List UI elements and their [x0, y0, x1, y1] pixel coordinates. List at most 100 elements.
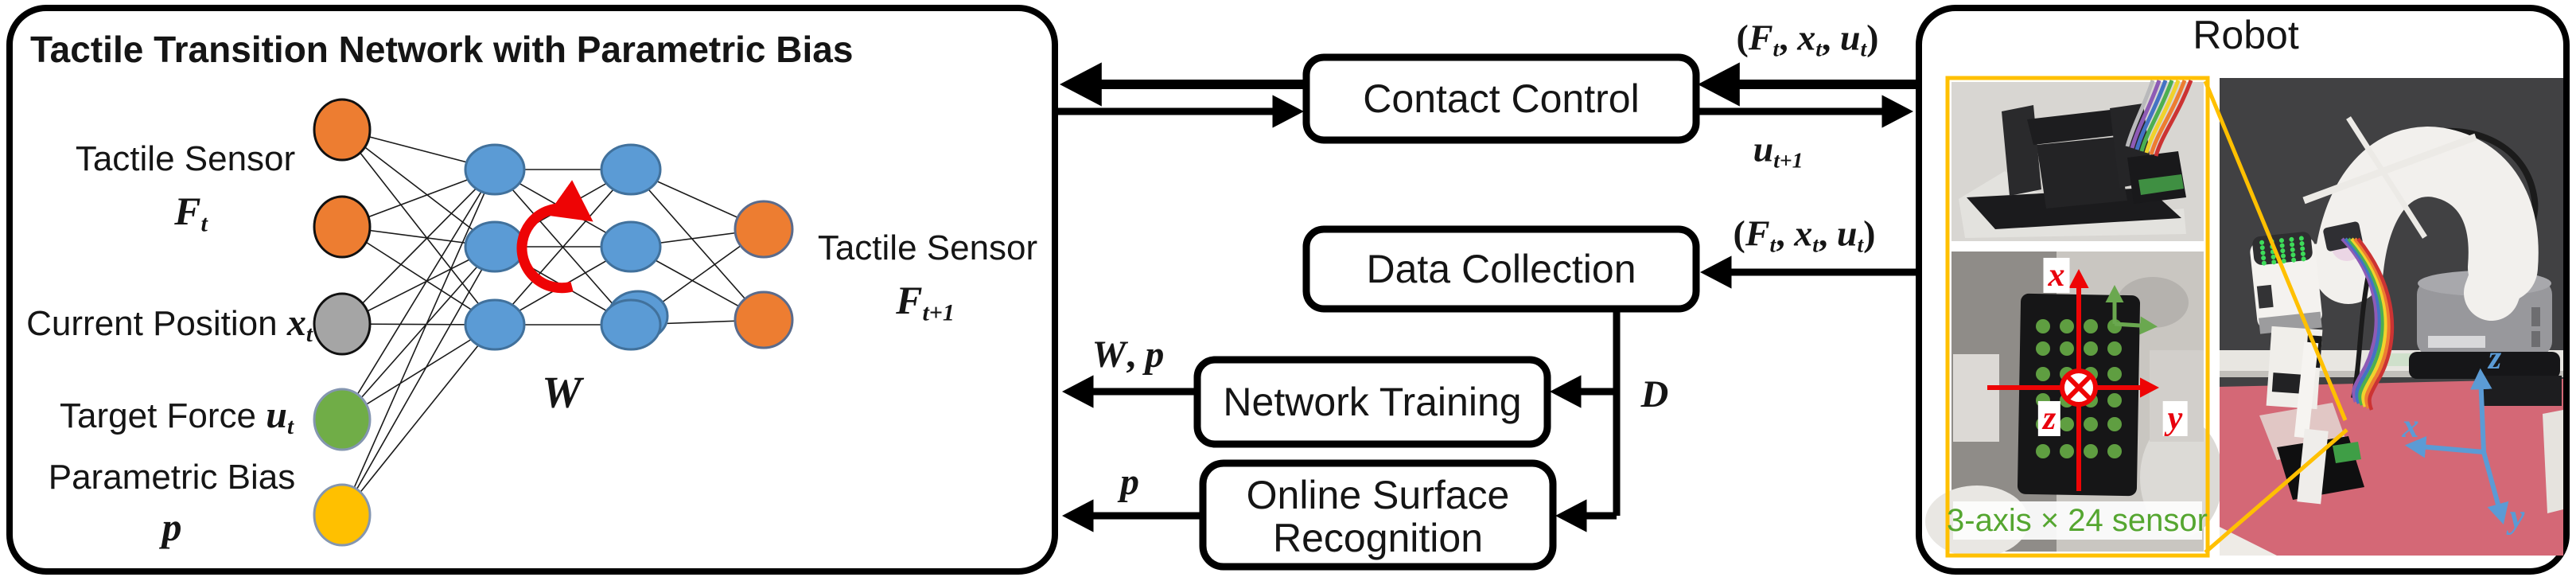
- sensor-dot: [2036, 444, 2050, 458]
- input-label-target-force: Target Force ut: [60, 393, 294, 439]
- online-surface-label-line2: Recognition: [1272, 515, 1484, 560]
- led-dot: [2281, 259, 2286, 264]
- sensor-caption: 3-axis × 24 sensor: [1947, 503, 2208, 538]
- network-node-output-1: [733, 200, 794, 259]
- output-label-tactile-sensor: Tactile Sensor: [817, 228, 1038, 267]
- sensor-dot: [2084, 341, 2098, 356]
- input-label-parametric-bias: Parametric Bias: [48, 457, 296, 497]
- led-dot: [2281, 253, 2286, 259]
- target-force-text: Target Force: [60, 396, 267, 435]
- network-edge: [341, 169, 496, 325]
- sensor-dot: [2084, 417, 2098, 431]
- output-math-ft1: Ft+1: [896, 278, 955, 326]
- network-edge: [341, 226, 496, 326]
- zoom-connector-lines: [2203, 80, 2348, 554]
- label-u-next: ut+1: [1753, 128, 1804, 173]
- led-dot: [2290, 247, 2295, 252]
- network-edge: [341, 246, 496, 420]
- label-fxu-top: (Ft, xt, ut): [1736, 17, 1879, 61]
- network-node-hidden1-2: [464, 220, 526, 273]
- led-dot: [2291, 257, 2297, 263]
- led-dot: [2279, 243, 2285, 248]
- led-dot: [2259, 245, 2265, 251]
- data-collection-label: Data Collection: [1366, 246, 1636, 291]
- left-panel-title: Tactile Transition Network with Parametr…: [30, 29, 854, 70]
- sensor-dot: [2060, 319, 2074, 333]
- network-node-input-3: [313, 292, 372, 356]
- pipeline-arrows: [1058, 62, 1916, 532]
- network-node-input-2: [313, 195, 372, 259]
- network-node-input-1: [313, 98, 372, 162]
- recurrent-loop-arrow-icon: [516, 180, 593, 294]
- network-node-hidden2-2: [600, 220, 662, 273]
- led-dot: [2259, 240, 2265, 245]
- led-dot: [2290, 242, 2295, 248]
- online-surface-recognition-box: [1199, 459, 1557, 571]
- led-dot: [2300, 251, 2306, 256]
- sensor-axis-x-label: x: [2043, 258, 2070, 294]
- sensor-red-axes-icon: [1987, 269, 2159, 491]
- online-surface-label-line1: Online Surface: [1246, 472, 1510, 517]
- contact-control-box: [1302, 53, 1700, 144]
- sensor-axis-y-label: y: [2162, 401, 2188, 437]
- sensor-dot: [2036, 319, 2050, 333]
- label-fxu-mid: (Ft, xt, ut): [1733, 213, 1876, 257]
- target-force-math: ut: [266, 393, 294, 439]
- end-effector: [2250, 232, 2322, 334]
- led-dot: [2261, 260, 2267, 266]
- world-axis-y-label: y: [2509, 498, 2525, 536]
- network-node-hidden2-1: [600, 143, 662, 196]
- contact-control-label: Contact Control: [1363, 76, 1640, 121]
- rainbow-ribbon-cable-2: [2341, 237, 2395, 411]
- sensor-dot: [2060, 417, 2074, 431]
- sensor-dot: [2107, 341, 2122, 356]
- world-axis-x-label: x: [2402, 407, 2419, 445]
- network-node-output-2: [733, 290, 794, 349]
- led-dot: [2278, 238, 2284, 244]
- network-training-box: [1193, 356, 1551, 448]
- photo-sensor-mount: [1951, 80, 2204, 241]
- photo-robot-arm: [2220, 78, 2563, 556]
- sensor-dot: [2107, 444, 2122, 458]
- led-dot: [2271, 259, 2277, 265]
- world-axis-z-label: z: [2488, 339, 2502, 376]
- pipeline-boxes: [1193, 53, 1700, 571]
- input-label-current-position: Current Position xt: [26, 301, 313, 347]
- sensor-dot: [2107, 367, 2122, 381]
- network-node-input-5: [313, 483, 372, 547]
- network-edge: [494, 169, 632, 326]
- robot-panel-title: Robot: [2193, 12, 2299, 57]
- photo-collage-border: [1945, 76, 2210, 558]
- network-edge: [630, 169, 765, 321]
- network-edge: [341, 324, 496, 420]
- weight-label-w: W: [542, 368, 582, 418]
- current-position-text: Current Position: [26, 303, 287, 343]
- led-dot: [2298, 236, 2304, 241]
- input-math-p: p: [161, 504, 182, 549]
- current-position-math: xt: [286, 301, 313, 347]
- network-edge: [341, 169, 496, 420]
- led-dot: [2271, 254, 2276, 259]
- sensor-dot: [2107, 417, 2122, 431]
- sensor-dot: [2084, 319, 2098, 333]
- led-dot: [2261, 255, 2267, 261]
- rainbow-ribbon-cable: [2125, 80, 2193, 157]
- label-w-p: W, p: [1091, 333, 1165, 376]
- network-edge: [341, 324, 496, 516]
- led-dot: [2299, 241, 2305, 247]
- sensor-dot: [2036, 367, 2050, 381]
- network-node-hidden2-3: [600, 298, 662, 351]
- network-node-hidden1-3: [464, 298, 526, 351]
- led-dot: [2301, 256, 2306, 262]
- input-math-ft: Ft: [174, 189, 208, 237]
- data-collection-box: [1302, 225, 1700, 313]
- led-dot: [2290, 252, 2296, 258]
- network-edge: [341, 246, 496, 516]
- sensor-dot: [2036, 341, 2050, 356]
- led-dot: [2260, 250, 2266, 255]
- sensor-dot: [2060, 341, 2074, 356]
- led-dot: [2300, 246, 2306, 252]
- network-node-input-4: [313, 388, 372, 451]
- label-d: D: [1640, 372, 1669, 415]
